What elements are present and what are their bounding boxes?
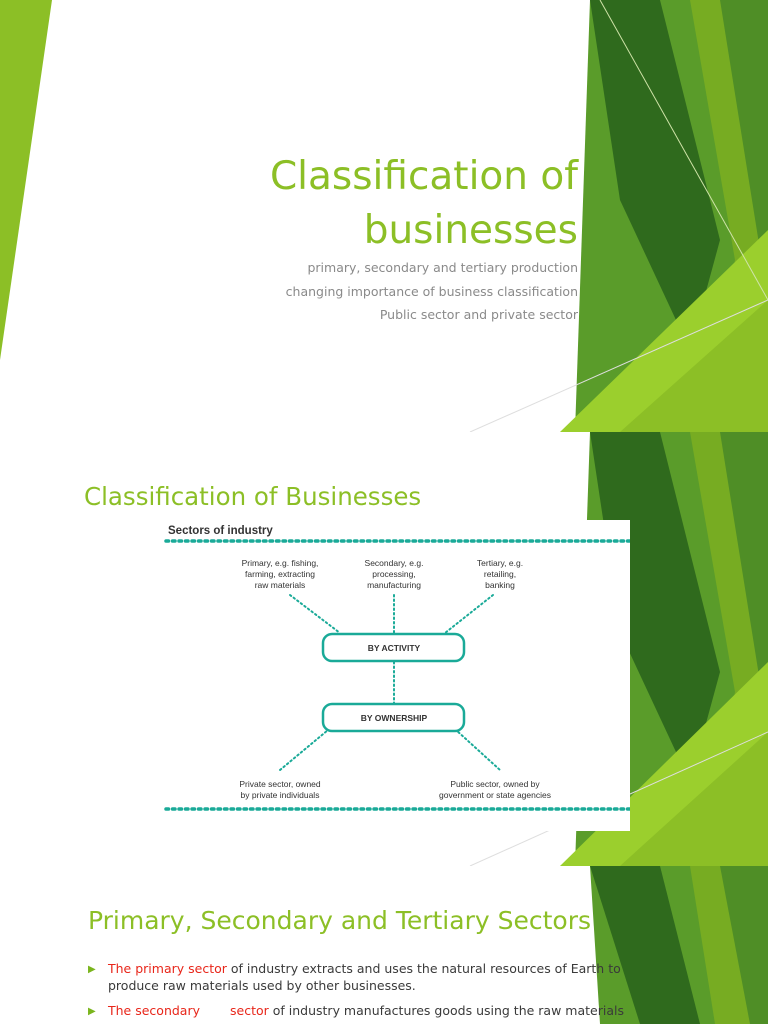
- highlight-text: The secondary: [108, 1003, 200, 1018]
- ownership-node-private: Private sector, owned by private individ…: [239, 779, 321, 800]
- title-line-1: Classification of: [269, 154, 578, 199]
- node-text: manufacturing: [367, 580, 421, 590]
- triangle-bullet-icon: ▶: [88, 964, 96, 975]
- node-text: banking: [485, 580, 515, 590]
- node-text: Private sector, owned: [239, 779, 321, 789]
- slide-title: Classification of businesses primary, se…: [0, 0, 768, 432]
- node-text: farming, extracting: [245, 569, 315, 579]
- slide-sectors: Primary, Secondary and Tertiary Sectors …: [0, 866, 768, 1024]
- highlight-text: The primary sector: [108, 961, 227, 976]
- subtitle-item: changing importance of business classifi…: [285, 283, 578, 299]
- title-line-2: businesses: [363, 208, 578, 253]
- bullet-item: ▶ The secondary sector of industry manufa…: [88, 1002, 648, 1019]
- slide-heading: Primary, Secondary and Tertiary Sectors: [88, 906, 591, 935]
- ownership-node-public: Public sector, owned by government or st…: [439, 779, 551, 800]
- node-text: retailing,: [484, 569, 516, 579]
- by-activity-box: BY ACTIVITY: [321, 632, 466, 663]
- node-text: Secondary, e.g.: [365, 558, 424, 568]
- activity-node-secondary: Secondary, e.g. processing, manufacturin…: [365, 558, 424, 590]
- bullet-item: ▶ The primary sector of industry extract…: [88, 960, 648, 994]
- slide-classification: Classification of Businesses Sectors of …: [0, 432, 768, 866]
- slide-title-heading: Classification of businesses: [158, 150, 578, 258]
- node-text: government or state agencies: [439, 790, 551, 800]
- bullet-text: of industry manufactures goods using the…: [268, 1003, 624, 1018]
- by-ownership-box: BY OWNERSHIP: [321, 702, 466, 733]
- subtitle-item: Public sector and private sector: [379, 307, 578, 322]
- diagram-heading: Sectors of industry: [168, 525, 273, 537]
- node-text: processing,: [372, 569, 415, 579]
- slide-heading: Classification of Businesses: [84, 482, 422, 511]
- activity-node-tertiary: Tertiary, e.g. retailing, banking: [477, 558, 523, 590]
- node-text: Tertiary, e.g.: [477, 558, 523, 568]
- node-text: by private individuals: [241, 790, 320, 800]
- subtitle-item: primary, secondary and tertiary producti…: [307, 260, 578, 275]
- node-text: Public sector, owned by: [450, 779, 540, 789]
- highlight-text: sector: [230, 1003, 269, 1018]
- triangle-bullet-icon: ▶: [88, 1006, 96, 1017]
- green-decoration-shapes: [590, 866, 768, 1024]
- green-decoration-shapes: [0, 0, 768, 432]
- bullet-list: ▶ The primary sector of industry extract…: [88, 960, 648, 1024]
- bullet-text: of industry extracts and uses the natura…: [108, 961, 621, 993]
- by-activity-label: BY ACTIVITY: [368, 643, 421, 653]
- sectors-diagram: Sectors of industry Primary, e.g. fishin…: [160, 520, 630, 831]
- subtitle-list: primary, secondary and tertiary producti…: [158, 256, 578, 327]
- activity-node-primary: Primary, e.g. fishing, farming, extracti…: [242, 558, 319, 590]
- node-text: Primary, e.g. fishing,: [242, 558, 319, 568]
- by-ownership-label: BY OWNERSHIP: [361, 713, 428, 723]
- node-text: raw materials: [255, 580, 306, 590]
